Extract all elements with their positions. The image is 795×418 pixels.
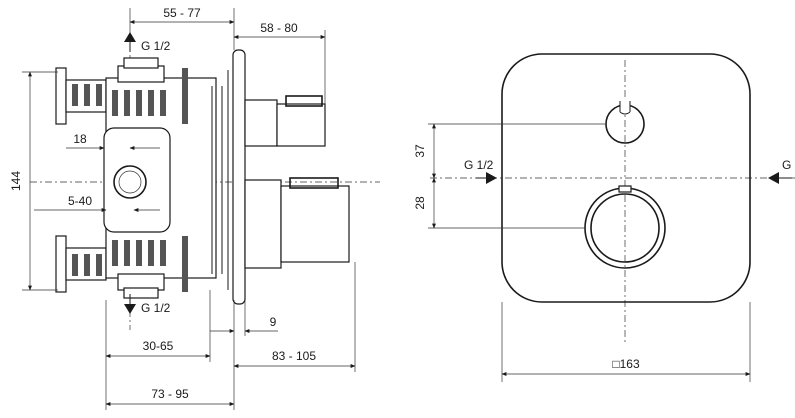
outlet-bottom: G 1/2 [124,294,171,315]
dimension-lower: 28 [413,177,585,229]
arrow-up-icon [124,32,136,42]
dimension-top-depth: 55 - 77 [129,6,235,50]
front-view: 37 28 G 1/2 G □163 [413,53,795,382]
dimension-handle-depth: 83 - 105 [233,262,356,372]
inlet-left-label: G 1/2 [464,158,494,172]
pipe-connector-bottom [55,235,107,293]
dim-height-label: 144 [9,171,23,191]
dim-upper-label: 37 [413,144,427,158]
dimension-upper: 37 [413,123,605,179]
thermostat-handle [244,177,350,269]
dimension-pipe-offset: 18 [66,132,160,150]
inlet-right-label: G [782,158,791,172]
dimension-trim-thickness: 9 [210,300,278,368]
arrow-right-icon [486,172,497,184]
diverter-handle [244,95,326,147]
arrow-left-icon [768,172,779,184]
arrow-down-icon [124,304,136,314]
trim-plate [232,49,246,305]
dim-trim-depth-label: 58 - 80 [260,21,298,35]
dim-trim-thickness-label: 9 [270,315,277,329]
cover-plate [501,53,751,303]
outlet-bottom-label: G 1/2 [141,301,171,315]
dimension-height: 144 [9,71,58,291]
dimension-body-depth-b: 73 - 95 [105,368,235,410]
dim-handle-depth-label: 83 - 105 [272,349,316,363]
dimension-body-depth-a: 30-65 [105,290,211,410]
inlet-port-circle [113,165,147,199]
dim-wall-adjust-label: 5-40 [68,194,92,208]
outlet-top: G 1/2 [124,32,171,53]
plate-size-label: □163 [612,357,640,371]
pipe-connector-top [55,67,107,125]
valve-body [103,57,229,299]
inlet-left: G 1/2 [464,158,497,184]
diverter-knob [605,100,645,144]
outlet-top-label: G 1/2 [141,39,171,53]
dim-top-depth-label: 55 - 77 [163,6,201,20]
inlet-right: G [768,158,792,184]
dimension-plate-size: □163 [501,302,751,382]
dim-body-depth-a-label: 30-65 [143,339,174,353]
side-view: 55 - 77 58 - 80 G 1/2 G 1/2 144 [9,6,380,410]
dimension-wall-adjust: 5-40 [34,194,160,212]
dim-pipe-offset-label: 18 [73,132,87,146]
dimension-trim-depth: 58 - 80 [233,21,326,104]
dim-lower-label: 28 [413,196,427,210]
dim-body-depth-b-label: 73 - 95 [151,387,189,401]
